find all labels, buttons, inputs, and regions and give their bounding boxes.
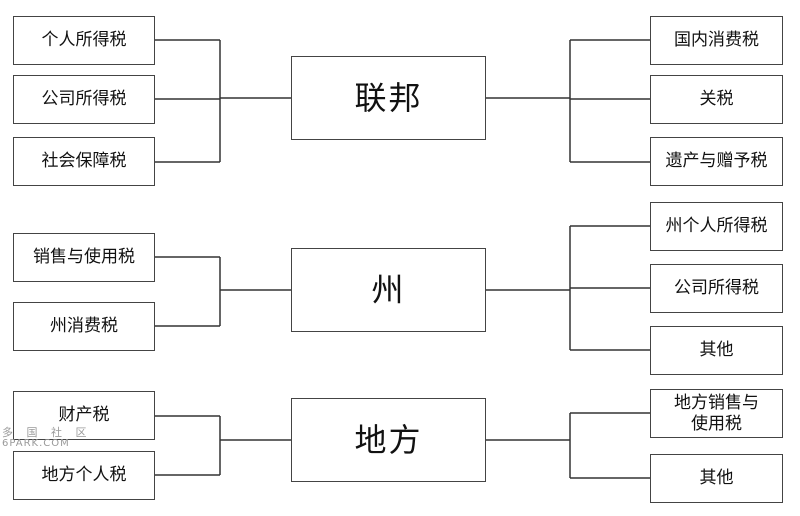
box-federal: 联邦 [291, 56, 486, 140]
box-state: 州 [291, 248, 486, 332]
box-federal-estate-gift-tax: 遗产与赠予税 [650, 137, 783, 186]
box-federal-social-security-tax: 社会保障税 [13, 137, 155, 186]
box-state-sales-use-tax: 销售与使用税 [13, 233, 155, 282]
box-federal-corporate-income-tax: 公司所得税 [13, 75, 155, 124]
box-local-property-tax: 财产税 [13, 391, 155, 440]
box-local-sales-use-tax: 地方销售与 使用税 [650, 389, 783, 438]
box-state-other: 其他 [650, 326, 783, 375]
box-state-individual-income-tax: 州个人所得税 [650, 202, 783, 251]
box-local-personal-tax: 地方个人税 [13, 451, 155, 500]
box-state-corporate-income-tax: 公司所得税 [650, 264, 783, 313]
watermark-text: 多 国 社 区 [2, 426, 92, 439]
watermark-site: 6PARK.COM [2, 438, 70, 449]
box-local-other: 其他 [650, 454, 783, 503]
box-state-excise-tax: 州消费税 [13, 302, 155, 351]
box-local: 地方 [291, 398, 486, 482]
box-federal-customs-duty: 关税 [650, 75, 783, 124]
box-federal-individual-income-tax: 个人所得税 [13, 16, 155, 65]
box-federal-excise-tax: 国内消费税 [650, 16, 783, 65]
